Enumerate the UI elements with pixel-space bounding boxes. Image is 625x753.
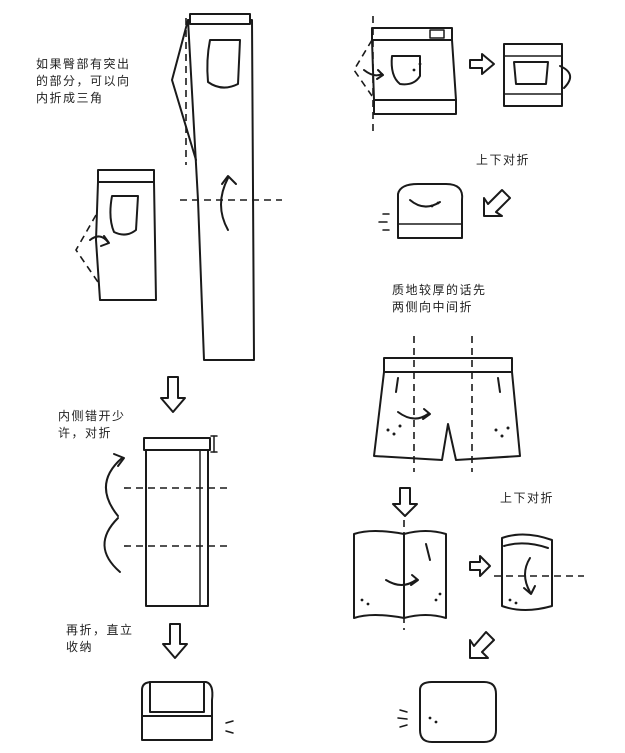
fold-arrow-icon [363, 69, 384, 80]
folded-shorts-block-illustration [503, 43, 571, 107]
down-arrow-icon [160, 376, 186, 413]
down-arrow-icon [162, 623, 188, 659]
fold-top-bottom-label-2: 上下对折 [500, 491, 555, 505]
fold-up-arrow-icon [220, 175, 237, 231]
jeans-triangle-fold-illustration [75, 169, 157, 301]
down-left-arrow-icon [469, 631, 495, 659]
fold-arrow-icon [385, 574, 419, 586]
fold-arrow-icon [397, 408, 431, 420]
step-offset-label: 内侧错开少 许，对折 [58, 409, 126, 440]
right-arrow-icon [469, 555, 491, 577]
long-jeans-illustration [171, 13, 255, 361]
right-arrow-icon [469, 53, 495, 75]
shorts-front-illustration [373, 357, 521, 461]
down-arrow-icon [392, 487, 418, 517]
fold-arrow-icon [523, 557, 536, 595]
shorts-center-fold-illustration [353, 530, 447, 619]
step-triangle-label: 如果臀部有突出 的部分，可以向 内折成三角 [36, 57, 131, 105]
folded-pants-illustration [143, 435, 218, 607]
curl-arrows-icon [103, 453, 125, 573]
shorts-bundle-illustration [378, 183, 464, 239]
final-bundle-illustration [397, 681, 497, 743]
step-stand-label: 再折，直立 收纳 [66, 623, 134, 654]
standing-bundle-illustration [141, 681, 234, 741]
down-left-arrow-icon [483, 189, 511, 217]
thick-material-label: 质地较厚的话先 两侧向中间折 [392, 283, 487, 314]
fold-top-bottom-label-1: 上下对折 [476, 153, 531, 167]
shorts-side-illustration [353, 27, 457, 115]
folded-block-illustration [501, 533, 553, 611]
